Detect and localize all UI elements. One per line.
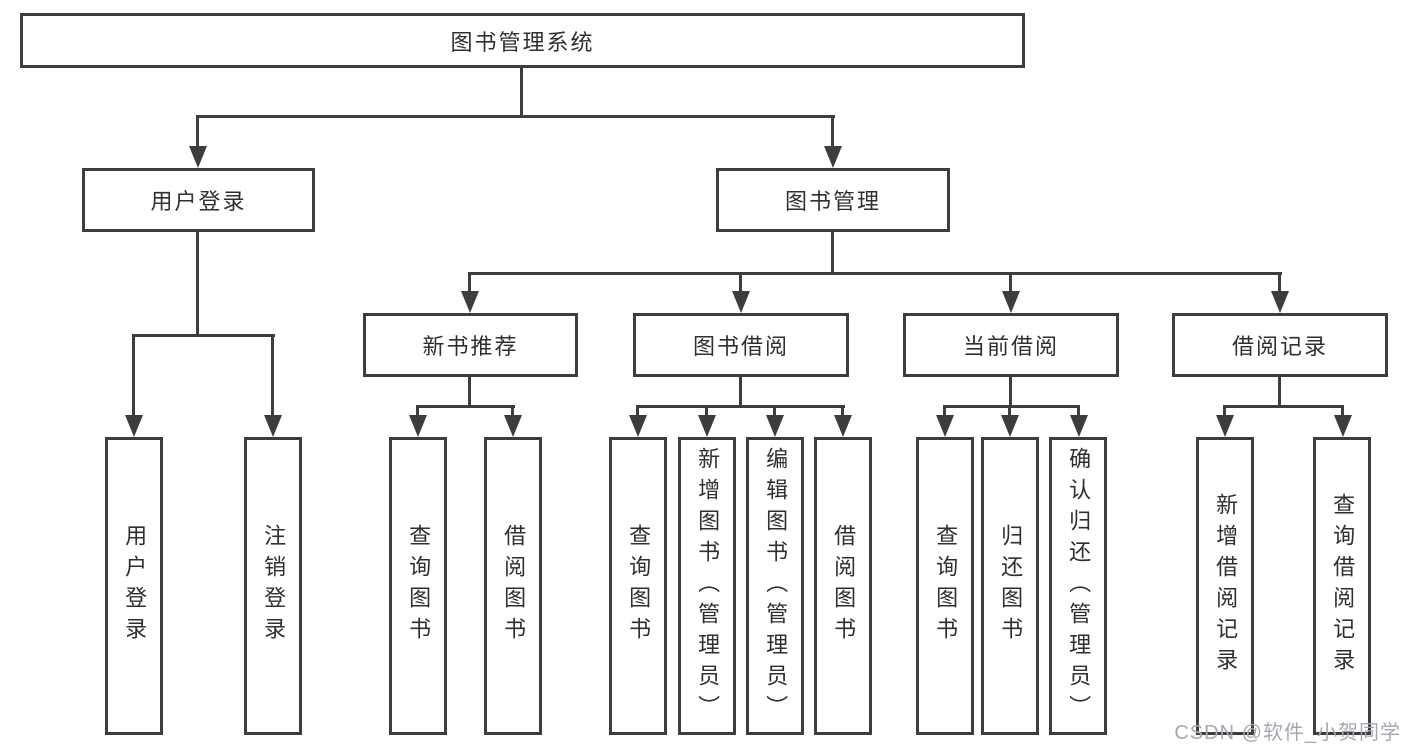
edge-line [196,117,199,148]
leaf-current-query-books: 查询图书 [916,437,974,735]
node-current-borrowing: 当前借阅 [903,313,1119,377]
node-library-management-system: 图书管理系统 [20,13,1025,68]
arrow-down-icon [1334,415,1352,437]
leaf-query-borrow-record: 查询借阅记录 [1313,437,1371,735]
edge-line [739,274,742,294]
edge-line [196,232,199,337]
arrow-down-icon [1271,291,1289,313]
leaf-user-login: 用户登录 [105,437,163,735]
edge-line [831,117,834,148]
edge-line [1223,405,1344,408]
arrow-down-icon [834,415,852,437]
leaf-edit-book-admin: 编辑图书（管理员） [746,437,804,735]
node-new-book-recommendation: 新书推荐 [363,313,578,377]
arrow-down-icon [504,415,522,437]
arrow-down-icon [1001,415,1019,437]
leaf-return-book: 归还图书 [981,437,1039,735]
csdn-watermark: CSDN @软件_小贺同学 [1174,722,1401,744]
edge-line [511,407,514,417]
arrow-down-icon [1002,291,1020,313]
edge-line [943,405,1080,408]
edge-line [132,336,135,417]
edge-line [1077,407,1080,417]
leaf-logout: 注销登录 [244,437,302,735]
edge-line [831,232,834,275]
leaf-recommend-borrow-books: 借阅图书 [484,437,542,735]
edge-line [1223,407,1226,417]
edge-line [841,407,844,417]
edge-line [773,407,776,417]
leaf-confirm-return-admin: 确认归还（管理员） [1049,437,1107,735]
arrow-down-icon [766,415,784,437]
edge-line [739,377,742,408]
arrow-down-icon [698,415,716,437]
node-book-management: 图书管理 [716,168,950,232]
node-user-login: 用户登录 [82,168,315,232]
arrow-down-icon [189,146,207,168]
arrow-down-icon [125,415,143,437]
arrow-down-icon [824,146,842,168]
leaf-add-book-admin: 新增图书（管理员） [678,437,736,735]
edge-line [943,407,946,417]
edge-line [1341,407,1344,417]
arrow-down-icon [629,415,647,437]
edge-line [1278,377,1281,408]
edge-line [416,405,515,408]
edge-line [1278,274,1281,294]
arrow-down-icon [1070,415,1088,437]
node-book-borrowing: 图书借阅 [633,313,849,377]
edge-line [1009,274,1012,294]
edge-line [196,115,835,118]
arrow-down-icon [732,291,750,313]
arrow-down-icon [461,291,479,313]
arrow-down-icon [936,415,954,437]
edge-line [636,407,639,417]
edge-line [271,336,274,417]
edge-line [468,377,471,408]
leaf-add-borrow-record: 新增借阅记录 [1196,437,1254,735]
arrow-down-icon [1216,415,1234,437]
edge-line [1008,407,1011,417]
edge-line [132,334,275,337]
edge-line [416,407,419,417]
edge-line [520,68,523,118]
edge-line [1009,377,1012,408]
leaf-borrowing-borrow-books: 借阅图书 [814,437,872,735]
leaf-recommend-query-books: 查询图书 [389,437,447,735]
arrow-down-icon [264,415,282,437]
edge-line [468,274,471,294]
edge-line [705,407,708,417]
edge-line [636,405,845,408]
leaf-borrowing-query-books: 查询图书 [609,437,667,735]
arrow-down-icon [409,415,427,437]
edge-line [468,272,1282,275]
node-borrowing-records: 借阅记录 [1172,313,1388,377]
